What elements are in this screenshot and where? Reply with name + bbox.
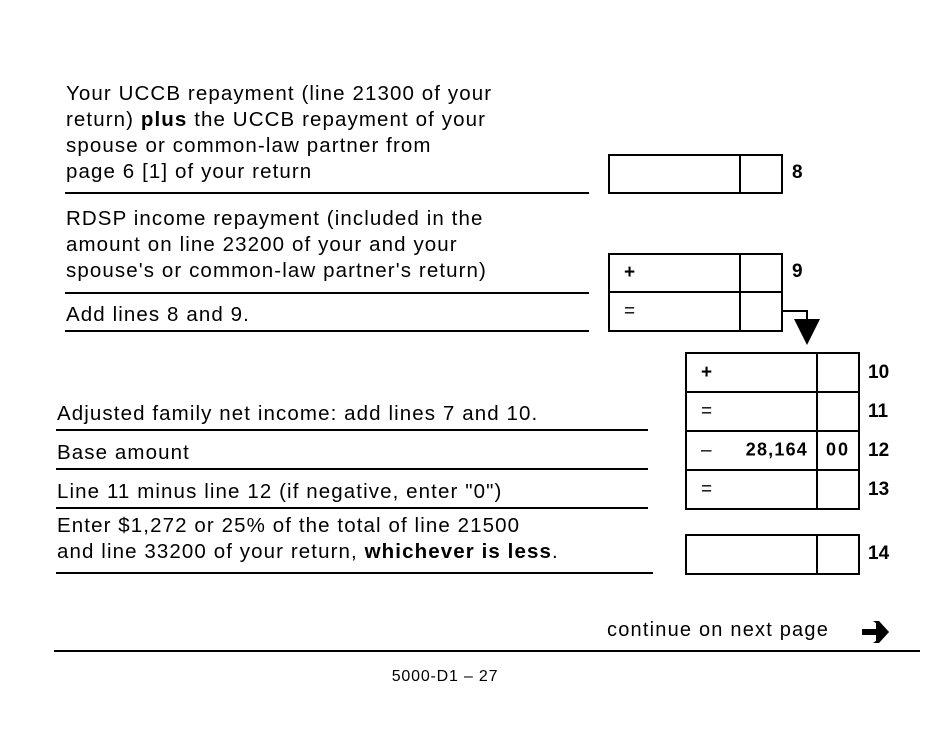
line-8-text-4: page 6 [1] of your return	[66, 160, 313, 183]
down-arrow-icon	[782, 310, 820, 345]
line-12-cents-field[interactable]: 00	[818, 432, 858, 469]
line-12-dollars-field[interactable]: – 28,164	[687, 432, 818, 469]
line-14-dollars-field[interactable]	[687, 536, 818, 573]
continue-text: continue on next page	[607, 619, 830, 641]
line-8-description: Your UCCB repayment (line 21300 of your …	[66, 81, 492, 185]
line-11-cents-field[interactable]	[818, 393, 858, 430]
line-11-dollars-field[interactable]: =	[687, 393, 818, 430]
line-number-13: 13	[868, 479, 890, 500]
line-13-description: Line 11 minus line 12 (if negative, ente…	[57, 480, 503, 503]
line-13-cents-field[interactable]	[818, 471, 858, 508]
continue-note: continue on next page	[607, 619, 829, 642]
line-8-dollars-field[interactable]	[610, 156, 741, 192]
divider-line-8	[65, 192, 589, 194]
equals-operator: =	[701, 400, 713, 422]
divider-add-8-9	[65, 330, 589, 332]
line-10-dollars-field[interactable]: +	[687, 354, 818, 391]
line-number-8: 8	[792, 162, 803, 183]
line-number-14: 14	[868, 543, 890, 564]
line-14-text-2: and line 33200 of your return, whichever…	[57, 539, 559, 565]
line-9-text-3: spouse's or common-law partner's return)	[66, 259, 487, 282]
base-amount-cents: 00	[825, 439, 851, 460]
divider-line-13	[56, 507, 648, 509]
line-8-cents-field[interactable]	[741, 156, 781, 192]
line-number-9: 9	[792, 261, 803, 282]
text-span: return)	[66, 108, 141, 131]
line-9-input[interactable]: +	[608, 253, 783, 293]
divider-line-12	[56, 468, 648, 470]
text-span: .	[551, 540, 559, 563]
line-10-input[interactable]: +	[685, 352, 860, 393]
page-number: 5000-D1 – 27	[391, 668, 499, 685]
add-lines-8-9-description: Add lines 8 and 9.	[66, 303, 250, 326]
line-number-12: 12	[868, 440, 890, 461]
base-amount-dollars: 28,164	[745, 439, 808, 460]
minus-operator: –	[701, 439, 712, 461]
line-14-description: Enter $1,272 or 25% of the total of line…	[57, 513, 559, 565]
line-8-text-1: Your UCCB repayment (line 21300 of your	[66, 82, 493, 105]
right-arrow-icon	[862, 621, 889, 643]
line-12-description: Base amount	[57, 441, 190, 464]
line-14-input[interactable]	[685, 534, 860, 575]
line-14-cents-field[interactable]	[818, 536, 858, 573]
divider-line-11	[56, 429, 648, 431]
line-13-input[interactable]: =	[685, 469, 860, 510]
equals-operator: =	[624, 300, 636, 322]
line-number-10: 10	[868, 362, 890, 383]
divider-line-9	[65, 292, 589, 294]
line-10-cents-field[interactable]	[818, 354, 858, 391]
sum-8-9-dollars-field[interactable]: =	[610, 293, 741, 330]
line-number-11: 11	[868, 401, 889, 422]
emphasis-plus: plus	[140, 108, 188, 131]
line-11-description: Adjusted family net income: add lines 7 …	[57, 402, 539, 425]
line-9-description: RDSP income repayment (included in the a…	[66, 206, 487, 284]
line-9-dollars-field[interactable]: +	[610, 255, 741, 291]
divider-line-14	[56, 572, 653, 574]
sum-8-9-input[interactable]: =	[608, 291, 783, 332]
line-9-cents-field[interactable]	[741, 255, 781, 291]
line-14-text-1: Enter $1,272 or 25% of the total of line…	[57, 514, 521, 537]
line-12-input[interactable]: – 28,164 00	[685, 430, 860, 471]
emphasis-whichever-is-less: whichever is less	[364, 540, 552, 563]
footer-divider	[54, 650, 920, 652]
text-span: the UCCB repayment of your	[187, 108, 487, 131]
plus-operator: +	[624, 262, 636, 283]
equals-operator: =	[701, 478, 713, 500]
line-11-input[interactable]: =	[685, 391, 860, 432]
line-9-text-2: amount on line 23200 of your and your	[66, 233, 458, 256]
line-9-text-1: RDSP income repayment (included in the	[66, 207, 484, 230]
line-8-text-3: spouse or common-law partner from	[66, 134, 432, 157]
line-13-dollars-field[interactable]: =	[687, 471, 818, 508]
line-8-text-2: return) plus the UCCB repayment of your	[66, 107, 492, 133]
sum-8-9-cents-field[interactable]	[741, 293, 781, 330]
plus-operator: +	[701, 361, 713, 383]
line-8-input[interactable]	[608, 154, 783, 194]
text-span: and line 33200 of your return,	[57, 540, 365, 563]
